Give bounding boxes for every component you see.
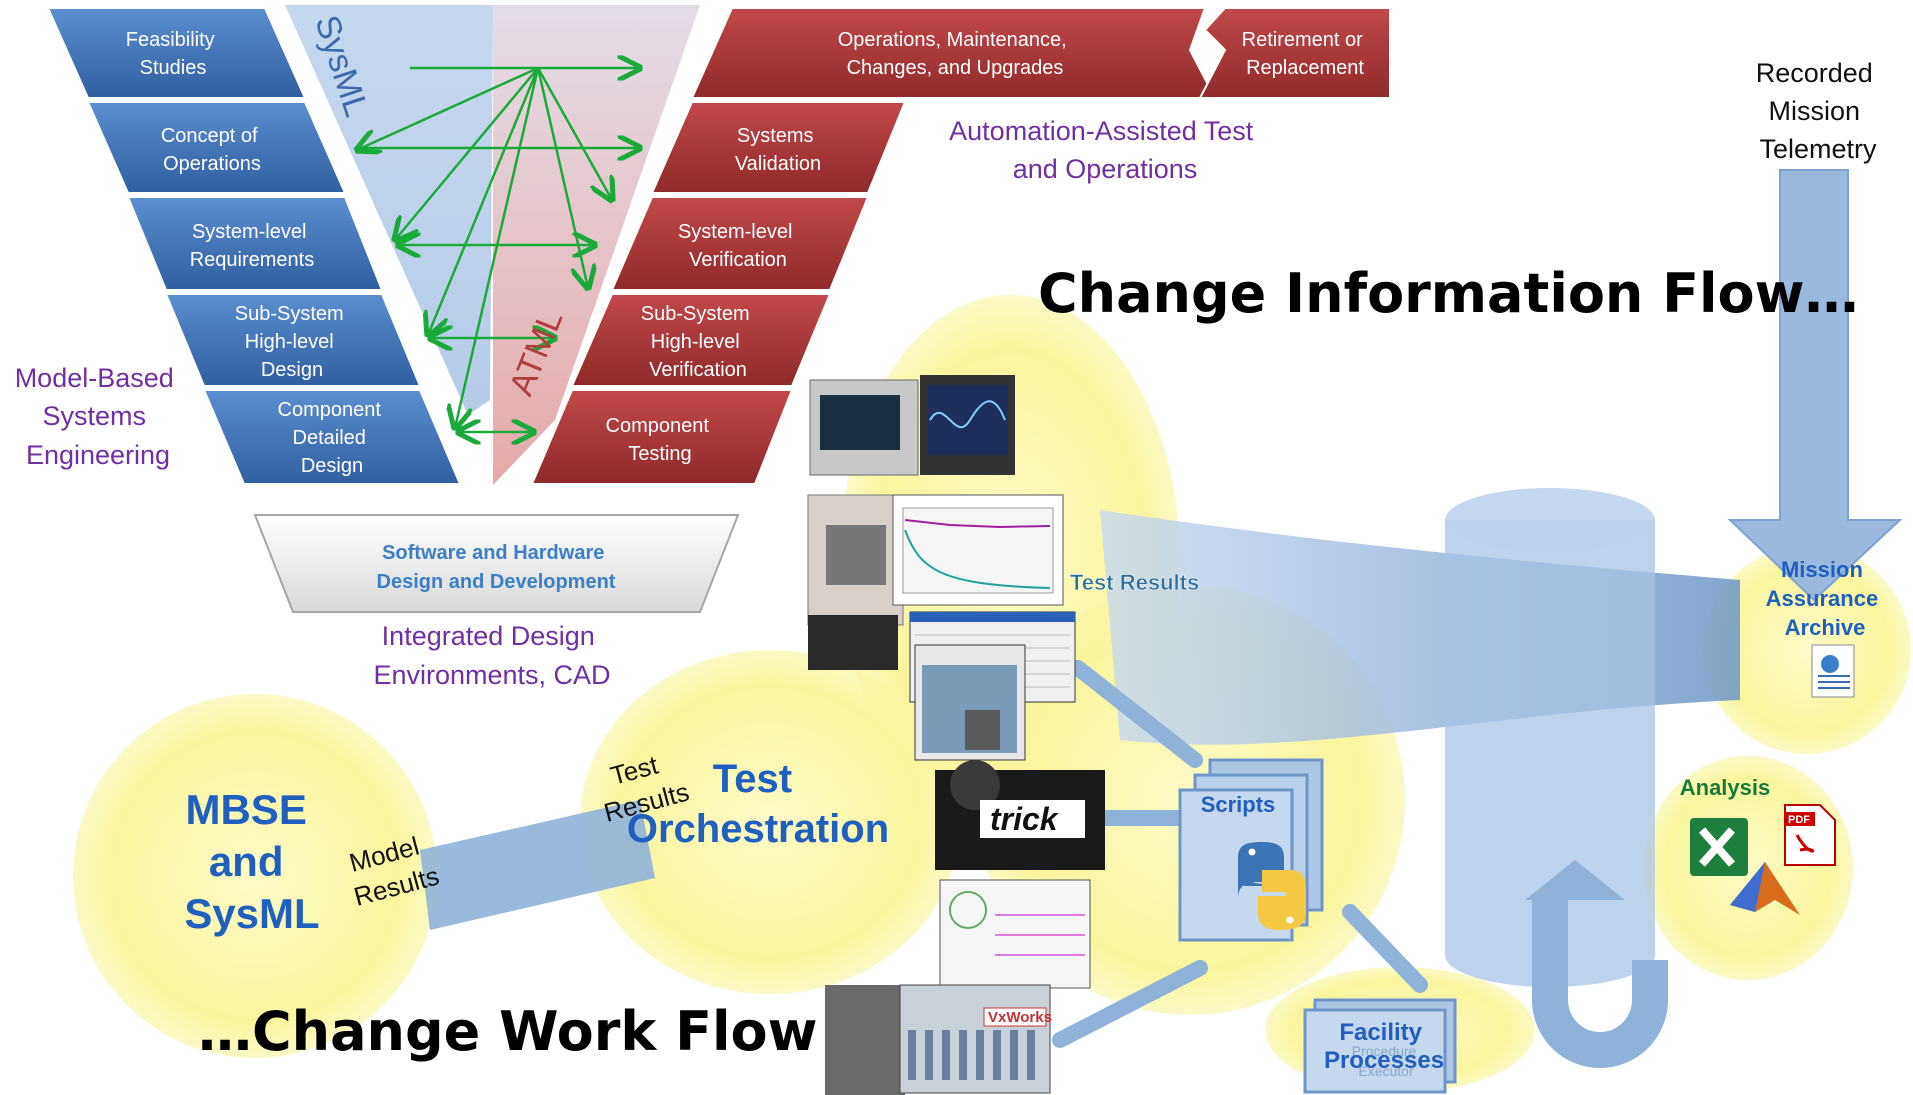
mbse-bubble-label: MBSE and SysML <box>184 786 319 937</box>
test-orchestration-label: Test Orchestration <box>627 757 889 851</box>
analysis-icons <box>1690 804 1836 915</box>
v-bottom-label: Software and Hardware Design and Develop… <box>377 542 616 593</box>
change-info-flow-headline: Change Information Flow… <box>1038 262 1859 325</box>
phase-operations <box>690 7 1217 99</box>
keyboard-image <box>808 615 898 670</box>
screenshot-collage <box>807 375 1105 1095</box>
archive-bubble <box>1703 546 1911 754</box>
automation-label: Automation-Assisted Test and Operations <box>949 116 1261 184</box>
blue-double-arrows <box>1052 660 1428 1048</box>
trace-arrows <box>355 68 640 432</box>
phase-system-verif <box>610 196 870 291</box>
telemetry-arrow <box>1727 169 1903 602</box>
phase-component-testing <box>530 389 794 485</box>
v-right-phases <box>530 7 1391 485</box>
model-results-label: Model Results <box>342 828 442 912</box>
web-document-icon <box>1811 644 1855 698</box>
phase-retirement <box>1198 7 1391 99</box>
archive-cylinder <box>1445 488 1655 987</box>
facility-stack <box>1303 998 1457 1094</box>
phase-subsystem-design <box>164 293 422 387</box>
phase-component-testing-label: Component Testing <box>606 415 715 465</box>
phase-feasibility-label: Feasibility Studies <box>126 29 220 79</box>
archive-label: Mission Assurance Archive <box>1766 557 1885 640</box>
analysis-return-arrow <box>1532 895 1668 1068</box>
phase-validation <box>650 101 907 194</box>
analysis-return-head <box>1525 860 1625 900</box>
change-work-flow-headline: …Change Work Flow <box>198 1000 818 1063</box>
phase-subsystem-design-label: Sub-System High-level Design <box>235 303 350 381</box>
phase-system-req-label: System-level Requirements <box>190 221 315 271</box>
test-results-label: Test Results <box>1070 570 1199 595</box>
pdf-icon <box>1784 804 1836 866</box>
orchestration-bubble <box>580 650 960 994</box>
flows <box>420 169 1903 1068</box>
trick-logo-text: trick <box>990 801 1060 837</box>
facility-ghost-label: Procedure Executor <box>1352 1043 1420 1079</box>
phase-retirement-label: Retirement or Replacement <box>1242 29 1369 79</box>
sysml-label: SysML <box>307 11 375 122</box>
scripts-label: Scripts <box>1201 792 1276 817</box>
v-bottom-box <box>253 514 740 613</box>
analysis-label: Analysis <box>1680 775 1771 800</box>
phase-system-req <box>126 196 384 291</box>
telemetry-label: Recorded Mission Telemetry <box>1756 58 1881 164</box>
lab-image <box>825 985 905 1095</box>
phase-component-design-label: Component Detailed Design <box>278 399 387 477</box>
ide-label: Integrated Design Environments, CAD <box>373 621 610 690</box>
v-left-phases <box>46 7 462 485</box>
vxworks-logo-text: VxWorks <box>988 1009 1052 1026</box>
pdf-badge-text: PDF <box>1788 814 1810 826</box>
model-results-bar <box>420 800 655 930</box>
phase-concept-label: Concept of Operations <box>161 125 263 175</box>
phase-feasibility <box>46 7 307 99</box>
phase-subsystem-verif-label: Sub-System High-level Verification <box>641 303 756 381</box>
matlab-icon <box>1730 862 1800 915</box>
excel-icon <box>1690 818 1748 876</box>
phase-subsystem-verif <box>570 293 832 387</box>
phase-concept <box>86 101 347 194</box>
phase-validation-label: Systems Validation <box>735 125 821 175</box>
phase-system-verif-label: System-level Verification <box>678 221 798 271</box>
phase-component-design <box>202 389 462 485</box>
phase-operations-label: Operations, Maintenance, Changes, and Up… <box>838 29 1073 79</box>
atml-label: ATML <box>502 305 570 401</box>
mbse-side-label: Model-Based Systems Engineering <box>15 363 182 470</box>
facility-label: Facility Processes <box>1324 1019 1444 1074</box>
scripts-stack <box>1178 758 1324 942</box>
python-icon <box>1238 842 1306 930</box>
mbse-bubble <box>73 694 437 1058</box>
